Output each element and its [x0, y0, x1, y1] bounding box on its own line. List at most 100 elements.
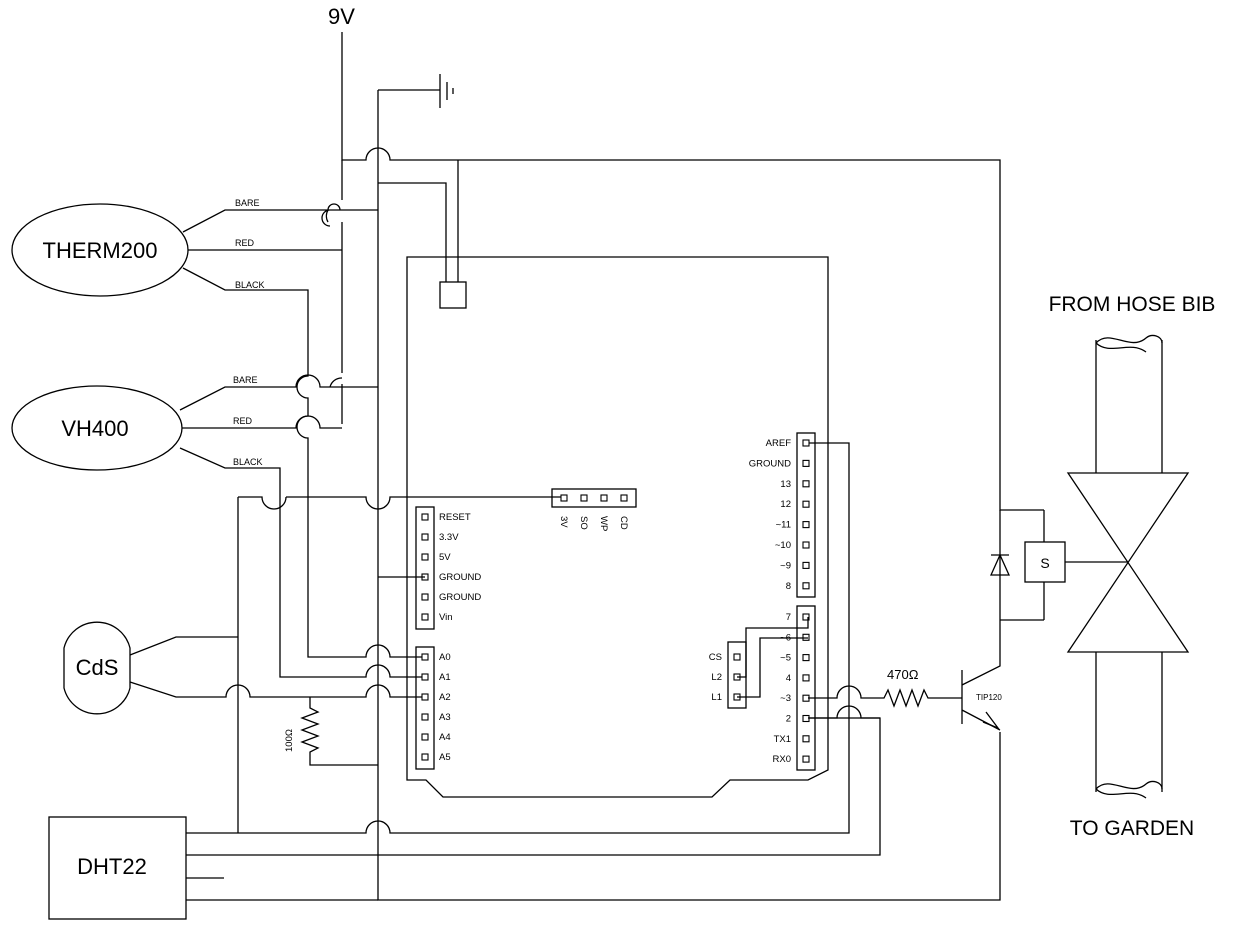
sd-2-pin	[600, 494, 608, 502]
digital-top-4-pin	[802, 521, 810, 529]
digital-top-0-pin	[802, 439, 810, 447]
digital-top-6-pin	[802, 561, 810, 569]
power-header-label-5: Vin	[439, 612, 453, 623]
solenoid-label: S	[1040, 555, 1049, 571]
power-header-label-4: GROUND	[439, 592, 481, 603]
digital-bottom-label-7: RX0	[773, 754, 791, 765]
sd-3-pin	[620, 494, 628, 502]
water-pipe: FROM HOSE BIB TO GARDEN	[1049, 293, 1216, 840]
digital-top-2-pin	[802, 480, 810, 488]
analog-0-pin	[421, 653, 429, 661]
digital-bottom-6-pin	[802, 735, 810, 743]
digital-top-label-3: 12	[780, 499, 791, 510]
led-header-label-0: CS	[709, 652, 722, 663]
power-0-pin	[421, 513, 429, 521]
digital-top-1-pin	[802, 459, 810, 467]
vh400-wire-bare: BARE	[233, 375, 258, 385]
digital-bottom-label-4: ~3	[780, 693, 791, 704]
digital-bottom-7-pin	[802, 755, 810, 763]
analog-1-pin	[421, 673, 429, 681]
analog-header-label-2: A2	[439, 692, 451, 703]
led-header-label-1: L2	[711, 672, 722, 683]
sd-header	[551, 488, 637, 508]
power-header-label-0: RESET	[439, 512, 471, 523]
resistor-100-label: 100Ω	[284, 729, 295, 752]
analog-header-label-1: A1	[439, 672, 451, 683]
power-5-pin	[421, 613, 429, 621]
sd-1-pin	[580, 494, 588, 502]
resistor-470-label: 470Ω	[887, 667, 919, 682]
digital-bottom-label-5: 2	[786, 714, 791, 725]
digital-top-7-pin	[802, 582, 810, 590]
analog-2-pin	[421, 693, 429, 701]
digital-top-label-1: GROUND	[749, 458, 791, 469]
dht22-label: DHT22	[77, 854, 147, 879]
vh400-wire-black: BLACK	[233, 457, 263, 467]
digital-header-bottom	[796, 605, 816, 771]
pipe-top-label: FROM HOSE BIB	[1049, 293, 1216, 316]
analog-header-label-4: A4	[439, 732, 451, 743]
analog-header	[415, 646, 435, 770]
power-header-label-1: 3.3V	[439, 532, 459, 543]
solenoid: S	[1024, 510, 1128, 620]
digital-top-3-pin	[802, 500, 810, 508]
digital-top-label-0: AREF	[766, 438, 792, 449]
sd-header-label-2: WP	[598, 516, 609, 531]
digital-bottom-label-0: 7	[786, 612, 791, 623]
tip120-transistor: TIP120	[961, 620, 1002, 731]
vh400-wire-red: RED	[233, 416, 253, 426]
analog-5-pin	[421, 753, 429, 761]
tip120-label: TIP120	[976, 693, 1002, 702]
vh400-label: VH400	[61, 416, 128, 441]
therm200-wire-bare: BARE	[235, 198, 260, 208]
vh400-sensor: VH400 BARE RED BLACK	[11, 373, 425, 678]
analog-header-label-3: A3	[439, 712, 451, 723]
digital-top-label-7: 8	[786, 581, 791, 592]
supply-label: 9V	[328, 4, 355, 29]
therm200-wire-black: BLACK	[235, 280, 265, 290]
led-0-pin	[733, 653, 741, 661]
digital-top-label-2: 13	[780, 479, 791, 490]
digital-bottom-0-pin	[802, 613, 810, 621]
dht22-sensor: DHT22	[48, 442, 881, 920]
digital-bottom-1-pin	[802, 633, 810, 641]
resistor-100-ohm: 100Ω	[284, 697, 378, 766]
power-4-pin	[421, 593, 429, 601]
analog-4-pin	[421, 733, 429, 741]
therm200-wire-red: RED	[235, 238, 255, 248]
digital-bottom-label-2: ~5	[780, 653, 791, 664]
therm200-label: THERM200	[43, 238, 158, 263]
pipe-bottom-label: TO GARDEN	[1070, 817, 1194, 840]
power-header	[415, 506, 435, 630]
analog-header-label-0: A0	[439, 652, 451, 663]
cds-sensor: CdS	[63, 497, 425, 833]
cds-label: CdS	[76, 655, 119, 680]
flyback-diode	[989, 553, 1011, 576]
digital-bottom-label-3: 4	[786, 673, 791, 684]
power-header-label-2: 5V	[439, 552, 451, 563]
digital-top-label-4: ~11	[776, 520, 791, 531]
resistor-470-ohm: 470Ω	[808, 667, 962, 719]
power-jack	[439, 281, 467, 309]
power-header-label-3: GROUND	[439, 572, 481, 583]
power-1-pin	[421, 533, 429, 541]
sd-0-pin	[560, 494, 568, 502]
ground-symbol	[378, 74, 454, 108]
power-2-pin	[421, 553, 429, 561]
digital-header-top	[796, 432, 816, 598]
digital-bottom-3-pin	[802, 674, 810, 682]
analog-header-label-5: A5	[439, 752, 451, 763]
sd-header-label-3: CD	[618, 516, 629, 530]
digital-top-label-6: ~9	[780, 560, 791, 571]
digital-bottom-2-pin	[802, 654, 810, 662]
sd-header-label-1: SO	[578, 516, 589, 530]
led-header-label-2: L1	[711, 692, 722, 703]
digital-top-5-pin	[802, 541, 810, 549]
arduino-board	[406, 256, 829, 798]
digital-bottom-label-6: TX1	[774, 734, 791, 745]
digital-top-label-5: ~10	[775, 540, 791, 551]
analog-3-pin	[421, 713, 429, 721]
sd-header-label-0: 3V	[558, 516, 569, 528]
